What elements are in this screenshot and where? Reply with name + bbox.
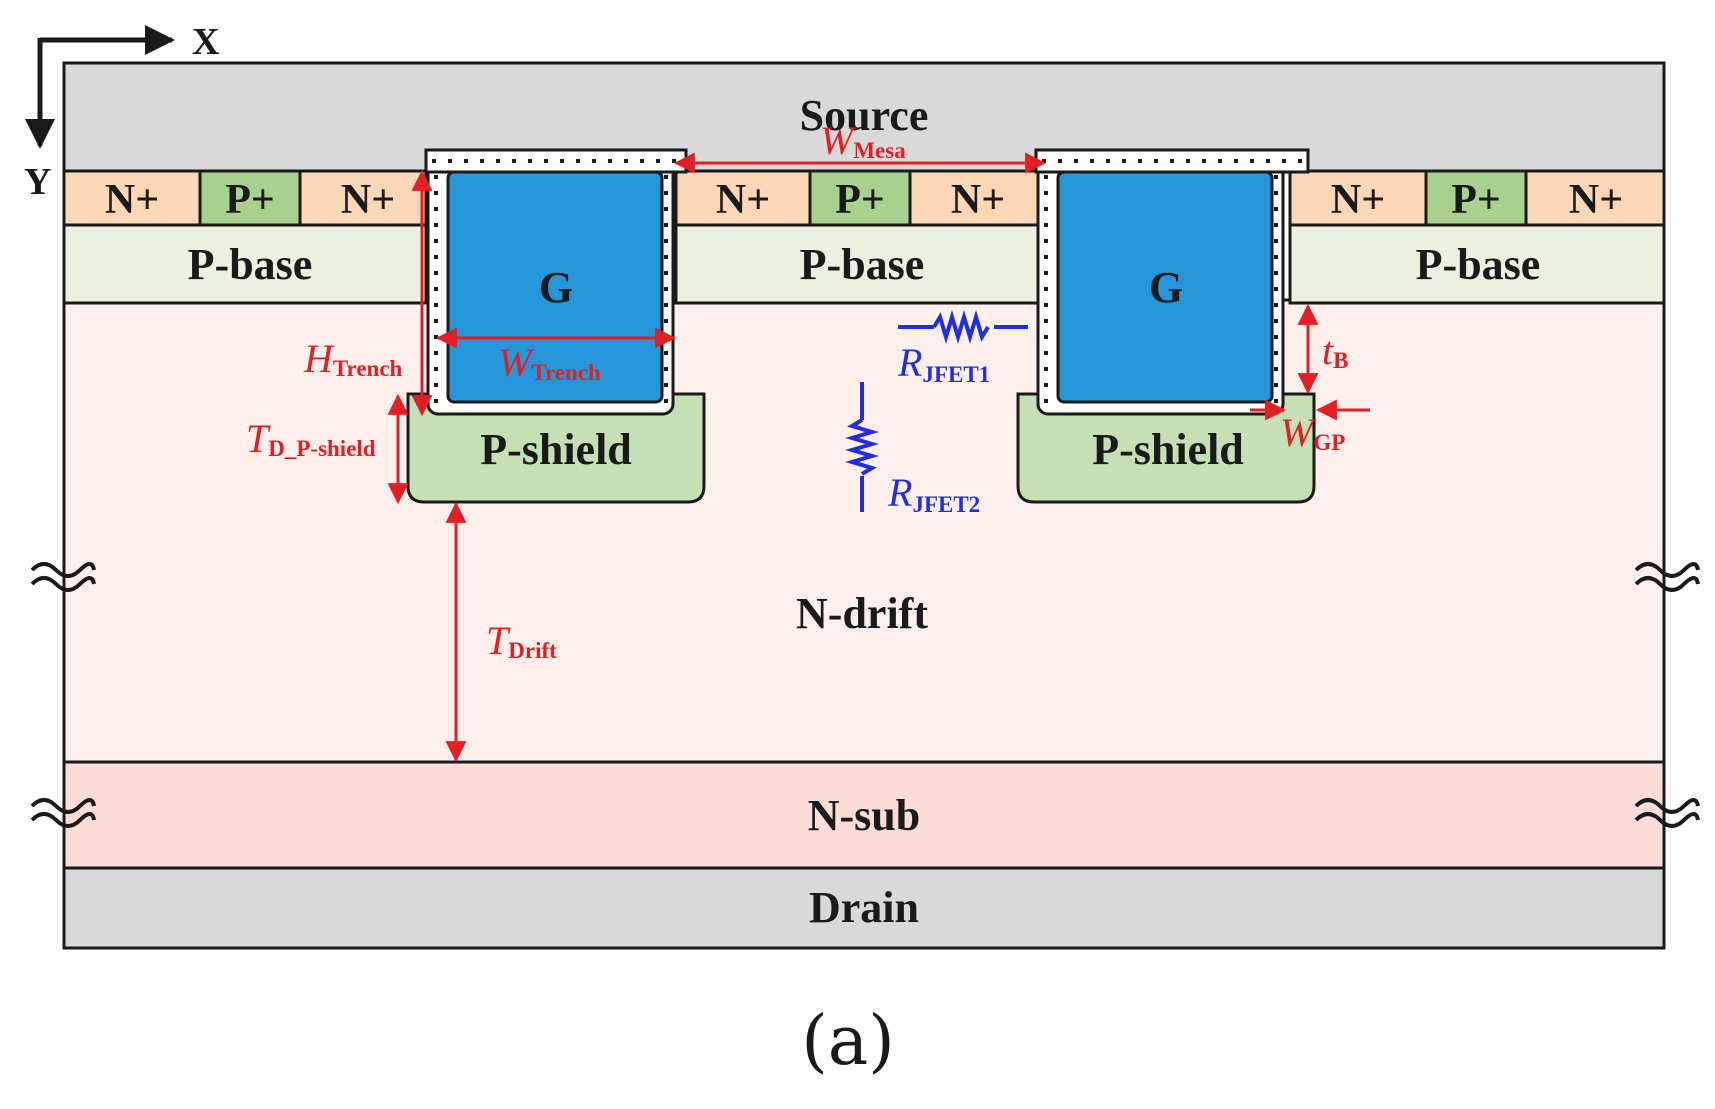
x-axis-label: X <box>192 21 219 63</box>
p-shield-label: P-shield <box>1092 425 1244 474</box>
w-trench-label: WTrench <box>498 340 601 385</box>
break-symbols <box>30 562 1700 828</box>
t-b-label: tB <box>1322 328 1348 373</box>
t-d-pshield-label: TD_P-shield <box>246 416 376 461</box>
n-plus-label: N+ <box>951 177 1005 223</box>
gate-electrode <box>1056 170 1274 404</box>
n-plus-region <box>908 169 1047 227</box>
p-shield-right <box>1016 392 1316 504</box>
p-plus-label: P+ <box>225 177 275 223</box>
n-plus-label: N+ <box>716 177 770 223</box>
p-base-label: P-base <box>800 240 925 289</box>
w-gp-label: WGP <box>1280 410 1345 455</box>
p-base-region <box>1288 223 1666 305</box>
n-drift-region <box>62 298 1666 764</box>
y-axis-label: Y <box>24 161 51 203</box>
trench-right <box>1034 148 1310 416</box>
n-plus-label: N+ <box>105 177 159 223</box>
source-label: Source <box>800 91 929 140</box>
axis-indicator: X Y <box>24 21 219 203</box>
t-drift-label: TDrift <box>486 618 557 663</box>
p-shield-label: P-shield <box>480 425 632 474</box>
dimension-arrows <box>387 152 1370 763</box>
r-jfet2-resistor <box>845 382 879 512</box>
w-mesa-label: WMesa <box>820 118 906 163</box>
p-plus-label: P+ <box>1451 177 1501 223</box>
n-sub-label: N-sub <box>808 791 921 840</box>
p-plus-region <box>1424 169 1528 227</box>
n-drift-label: N-drift <box>796 589 928 638</box>
gate-label: G <box>539 263 573 312</box>
p-base-label: P-base <box>1416 240 1541 289</box>
p-base-row <box>62 223 1666 305</box>
figure-caption: (a) <box>801 1002 895 1081</box>
n-plus-label: N+ <box>1569 177 1623 223</box>
n-plus-label: N+ <box>1331 177 1385 223</box>
n-plus-region <box>674 169 812 227</box>
p-shield-left <box>406 392 706 504</box>
drain-metal <box>62 866 1666 950</box>
p-plus-label: P+ <box>835 177 885 223</box>
p-base-region <box>62 223 428 305</box>
r-jfet1-resistor <box>898 310 1028 344</box>
h-trench-label: HTrench <box>303 336 403 381</box>
gate-label: G <box>1149 263 1183 312</box>
r-jfet2-label: RJFET2 <box>887 470 980 517</box>
drain-label: Drain <box>809 883 919 932</box>
n-sub-region <box>62 760 1666 870</box>
p-plus-region <box>198 169 302 227</box>
r-jfet1-label: RJFET1 <box>897 340 990 387</box>
n-plus-label: N+ <box>341 177 395 223</box>
p-base-label: P-base <box>188 240 313 289</box>
